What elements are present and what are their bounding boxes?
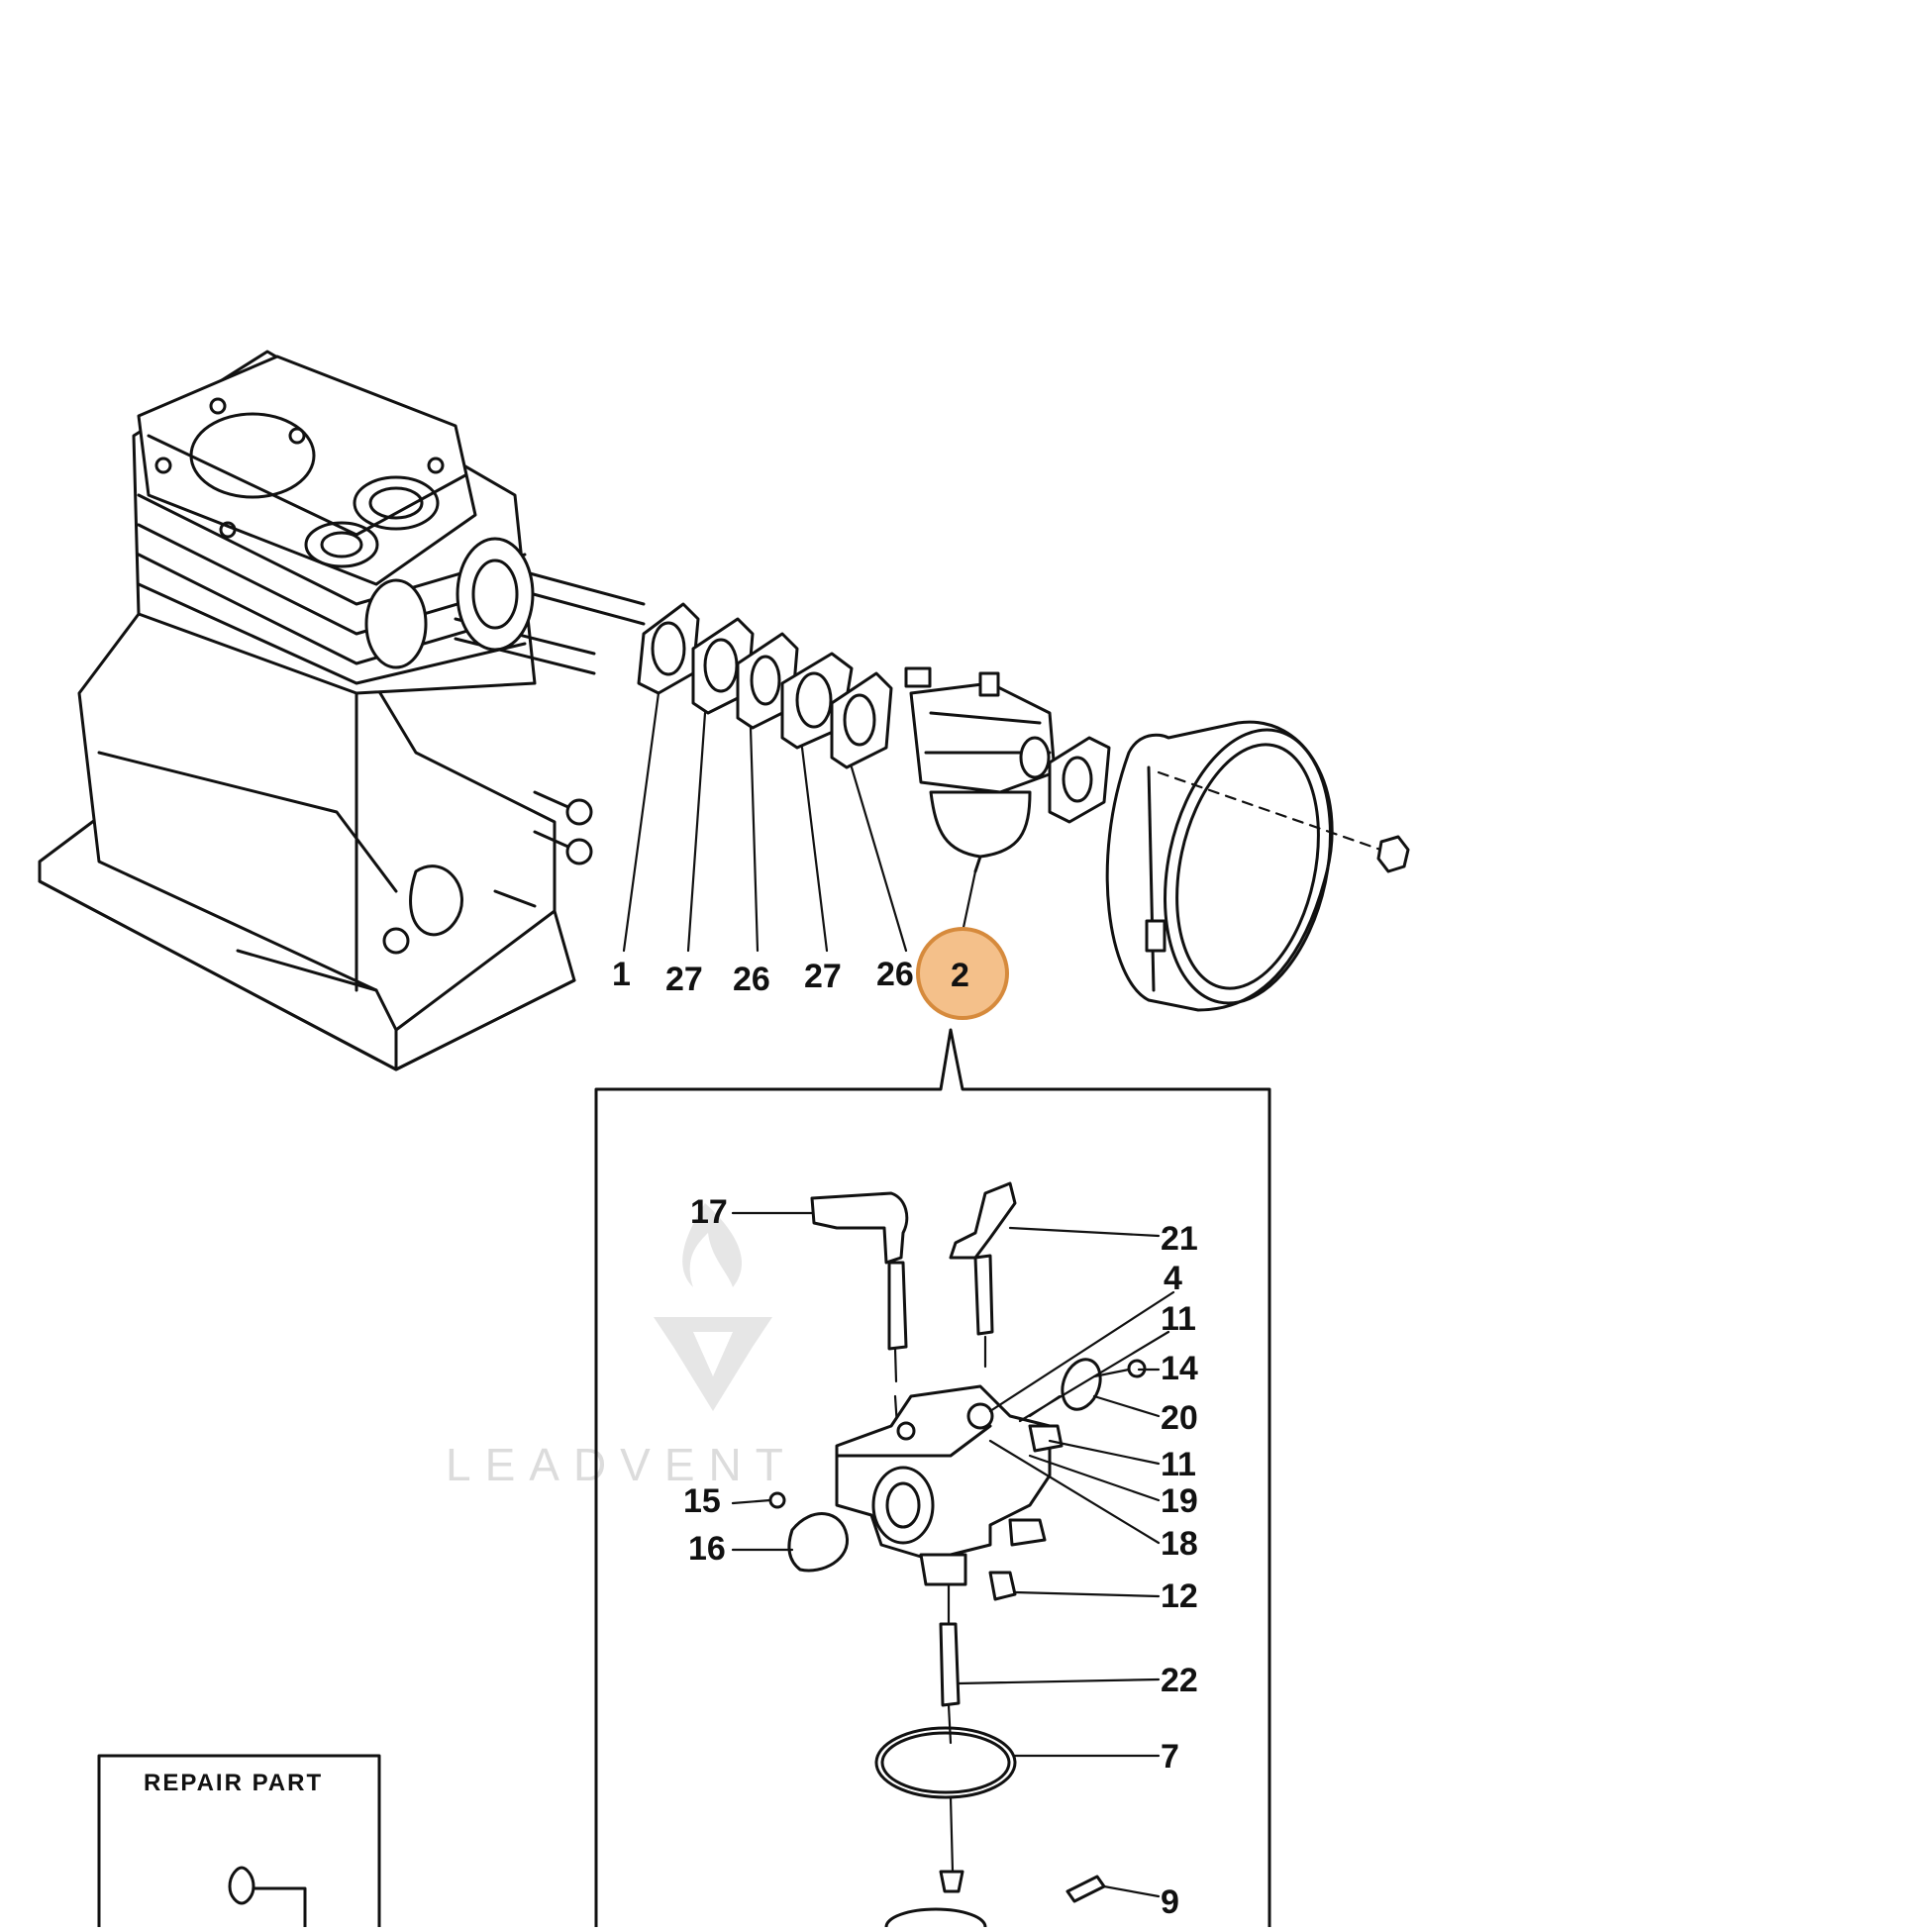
carburetor-exploded-detail xyxy=(768,1181,1147,1932)
callout-18[interactable]: 18 xyxy=(1161,1525,1198,1563)
callout-20[interactable]: 20 xyxy=(1161,1399,1198,1437)
callout-12[interactable]: 12 xyxy=(1161,1577,1198,1615)
detail-leader-lines xyxy=(731,1211,1175,1898)
air-cleaner-gasket xyxy=(1048,736,1111,824)
callout-2[interactable]: 2 xyxy=(951,957,969,994)
callout-15[interactable]: 15 xyxy=(683,1482,721,1520)
callout-14[interactable]: 14 xyxy=(1161,1350,1198,1387)
watermark-text: LEADVENT xyxy=(446,1439,797,1490)
callout-11b[interactable]: 11 xyxy=(1161,1446,1196,1483)
top-callouts: 1 27 26 27 26 2 xyxy=(612,927,1009,1020)
callout-2-highlight xyxy=(916,927,1009,1020)
carburetor-upper xyxy=(904,666,1057,873)
repair-part-screw-icon xyxy=(228,1866,255,1905)
repair-part-box: REPAIR PART xyxy=(97,1754,381,1929)
top-leader-lines xyxy=(622,691,977,953)
engine-block-illustration xyxy=(38,350,646,1071)
air-cleaner-cover xyxy=(1105,720,1410,1012)
callout-1[interactable]: 1 xyxy=(612,956,631,993)
detail-callouts: 17 21 4 11 14 20 11 19 18 15 16 12 22 7 … xyxy=(683,1193,1198,1921)
callout-11a[interactable]: 11 xyxy=(1161,1300,1196,1338)
callout-16[interactable]: 16 xyxy=(688,1530,726,1568)
gasket-stack xyxy=(637,602,893,769)
callout-26a[interactable]: 26 xyxy=(733,961,770,998)
callout-9[interactable]: 9 xyxy=(1161,1883,1179,1921)
callout-21[interactable]: 21 xyxy=(1161,1220,1198,1258)
callout-22[interactable]: 22 xyxy=(1161,1662,1198,1699)
repair-part-title: REPAIR PART xyxy=(144,1770,323,1796)
callout-4[interactable]: 4 xyxy=(1164,1260,1182,1297)
callout-7[interactable]: 7 xyxy=(1161,1738,1179,1776)
callout-17[interactable]: 17 xyxy=(690,1193,728,1231)
callout-27a[interactable]: 27 xyxy=(665,961,703,998)
detail-bracket xyxy=(594,1028,1271,1929)
gasket-1 xyxy=(637,602,700,695)
callout-26b[interactable]: 26 xyxy=(876,956,914,993)
watermark: LEADVENT xyxy=(446,1203,797,1490)
callout-19[interactable]: 19 xyxy=(1161,1482,1198,1520)
gasket-26b xyxy=(830,671,893,769)
flame-v-logo-icon xyxy=(654,1203,772,1411)
callout-27b[interactable]: 27 xyxy=(804,958,842,995)
